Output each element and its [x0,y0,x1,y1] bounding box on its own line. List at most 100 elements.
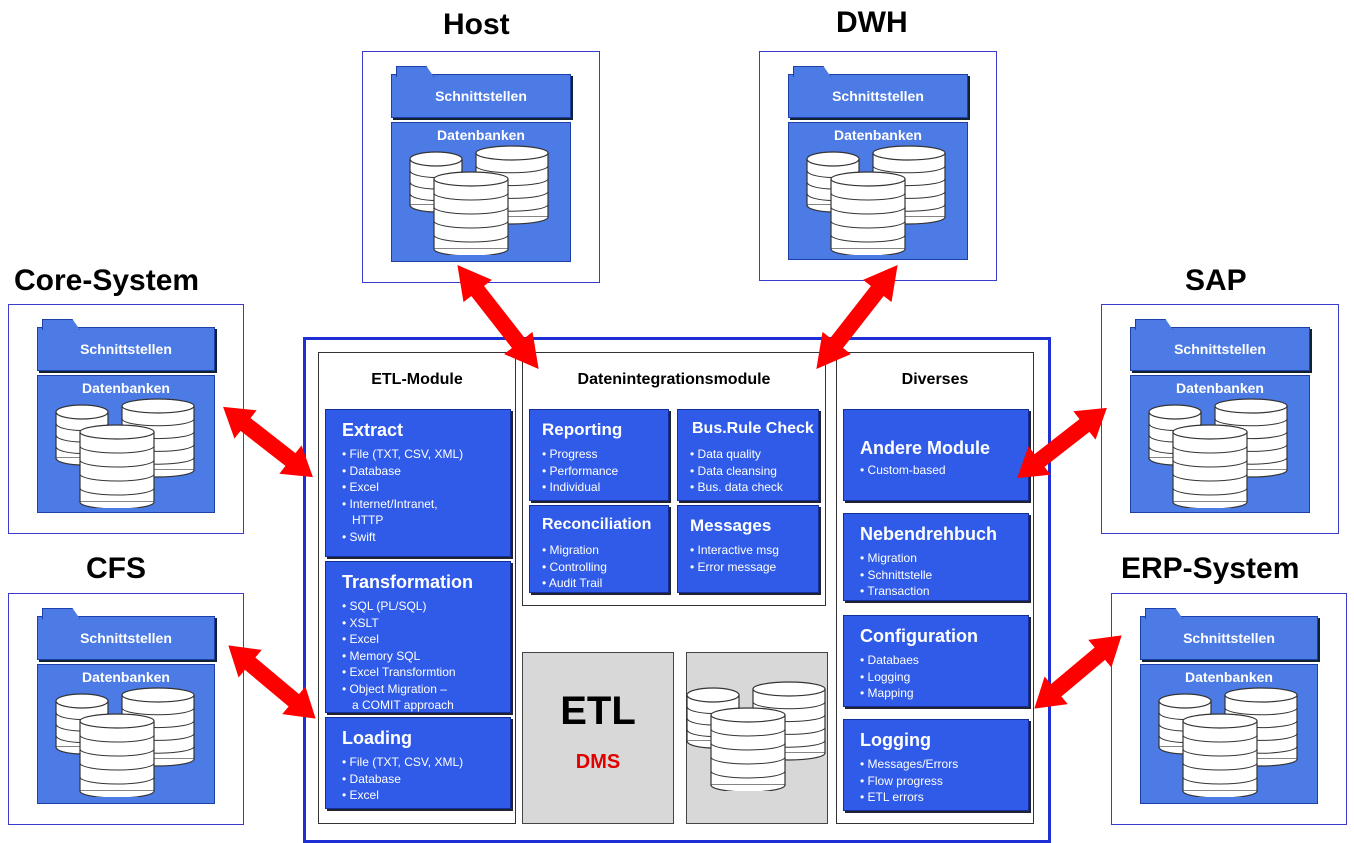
module-item: • Internet/Intranet, [342,496,438,511]
transformation-items: • SQL (PL/SQL)• XSLT• Excel• Memory SQL•… [342,598,456,714]
module-item: • Swift [342,529,376,544]
configuration-items: • Databaes • Logging • Mapping [860,652,919,702]
reporting-items: • Progress • Performance • Individual [542,446,618,496]
sap-system-box: Schnittstellen Datenbanken [1101,304,1339,534]
logging-module: Logging • Messages/Errors • Flow progress… [843,719,1029,811]
extract-title: Extract [342,420,404,440]
andere-module-items: • Custom-based [860,462,946,479]
database-icon [1158,687,1298,797]
logging-title: Logging [860,730,931,750]
etl-dms-box: ETL DMS [522,652,674,824]
database-icon [55,398,195,508]
module-item: • Excel [342,480,379,494]
extract-module: Extract • File (TXT, CSV, XML)• Database… [325,409,511,557]
module-item: • Custom-based [860,463,946,477]
host-system-box: Schnittstellen Datenbanken [362,51,600,283]
reconciliation-title: Reconciliation [542,516,652,533]
module-item: • Error message [690,559,777,574]
andere-module-title: Andere Module [860,438,991,458]
loading-title: Loading [342,728,412,748]
configuration-module: Configuration • Databaes • Logging • Mappi… [843,615,1029,707]
datenintegration-title: Datenintegrationsmodule [577,371,771,388]
dwh-title: DWH [836,6,908,39]
sap-schnittstellen: Schnittstellen [1130,319,1310,371]
cfs-datenbanken: Datenbanken [37,664,215,804]
nebendrehbuch-module: Nebendrehbuch • Migration • Schnittstelle… [843,513,1029,601]
configuration-title: Configuration [860,626,978,646]
module-item: • Progress [542,447,598,461]
etl-module-title: ETL-Module [371,371,463,388]
bus-rule-check-items: • Data quality • Data cleansing • Bus. dat… [690,446,783,496]
dwh-datenbanken: Datenbanken [788,122,968,260]
extract-items: • File (TXT, CSV, XML)• Database• Excel•… [342,446,463,545]
erp-system-box: Schnittstellen Datenbanken [1111,593,1347,825]
module-item: • Migration [542,543,599,557]
nebendrehbuch-items: • Migration • Schnittstelle • Transaction [860,550,932,600]
sap-datenbanken: Datenbanken [1130,375,1310,513]
module-item: • Excel Transformtion [342,665,456,679]
diverses-column: Diverses Andere Module • Custom-based Ne… [836,352,1034,824]
transformation-module: Transformation • SQL (PL/SQL) • XSLT • Exc… [325,561,511,713]
module-item: • File (TXT, CSV, XML) [342,755,464,769]
dwh-system-box: Schnittstellen Datenbanken [759,51,997,281]
module-item: • SQL (PL/SQL) [342,599,427,613]
module-item: • Databaes [860,653,919,667]
nebendrehbuch-title: Nebendrehbuch [860,524,998,544]
module-item: • Data quality [690,447,761,461]
bus-rule-check-module: Bus.Rule Check • Data quality • Data clea… [677,409,819,501]
etl-label: ETL [560,689,636,733]
module-item: • Memory SQL [342,648,421,663]
messages-module: Messages • Interactive msg• Error messag… [677,505,819,593]
module-item: • Individual [542,480,601,494]
module-item: • Database [342,771,401,786]
module-item: • Excel [342,788,379,802]
database-icon [55,687,195,797]
reconciliation-module: Reconciliation • Migration• Controlling•… [529,505,669,593]
module-item: • Flow progress [860,773,943,788]
bus-rule-check-title: Bus.Rule Check [692,420,814,437]
reporting-title: Reporting [542,420,623,439]
module-item: HTTP [342,513,384,527]
messages-title: Messages [690,516,772,535]
core-system-box: Schnittstellen Datenbanken [8,304,244,534]
module-item: • Bus. data check [690,480,783,494]
module-item: • Transaction [860,584,930,598]
cfs-title: CFS [86,552,146,585]
module-item: • Messages/Errors [860,757,959,771]
cfs-schnittstellen: Schnittstellen [37,608,215,660]
loading-items: • File (TXT, CSV, XML) • Database • Excel [342,754,463,804]
transformation-title: Transformation [342,572,474,592]
messages-items: • Interactive msg• Error message [690,542,779,575]
core-system-title: Core-System [14,264,200,297]
database-icon [409,145,549,255]
cfs-system-box: Schnittstellen Datenbanken [8,593,244,825]
etl-database-box [686,652,828,824]
logging-items: • Messages/Errors • Flow progress • ETL er… [860,756,958,806]
module-item: • Controlling [542,559,607,574]
module-item: • File (TXT, CSV, XML) [342,447,464,461]
module-item: a COMIT approach [342,698,454,712]
module-item: • Performance [542,463,619,478]
database-icon [1148,398,1288,508]
etl-frame: ETL-Module Extract • File (TXT, CSV, XML… [303,337,1051,843]
module-item: • Data cleansing [690,463,777,478]
host-schnittstellen: Schnittstellen [391,66,571,118]
module-item: • XSLT [342,615,379,630]
dms-label: DMS [575,751,621,773]
erp-system-title: ERP-System [1121,552,1300,585]
core-datenbanken: Datenbanken [37,375,215,513]
module-item: • Logging [860,669,911,684]
database-icon [806,145,946,255]
module-item: • ETL errors [860,790,924,804]
reconciliation-items: • Migration• Controlling• Audit Trail [542,542,607,592]
erp-datenbanken: Datenbanken [1140,664,1318,804]
module-item: • Schnittstelle [860,567,933,582]
andere-module: Andere Module • Custom-based [843,409,1029,501]
module-item: • Mapping [860,686,914,700]
host-datenbanken: Datenbanken [391,122,571,262]
module-item: • Migration [860,551,917,565]
module-item: • Object Migration – [342,681,447,696]
erp-schnittstellen: Schnittstellen [1140,608,1318,660]
reporting-module: Reporting • Progress • Performance • Indiv… [529,409,669,501]
sap-title: SAP [1185,264,1247,297]
